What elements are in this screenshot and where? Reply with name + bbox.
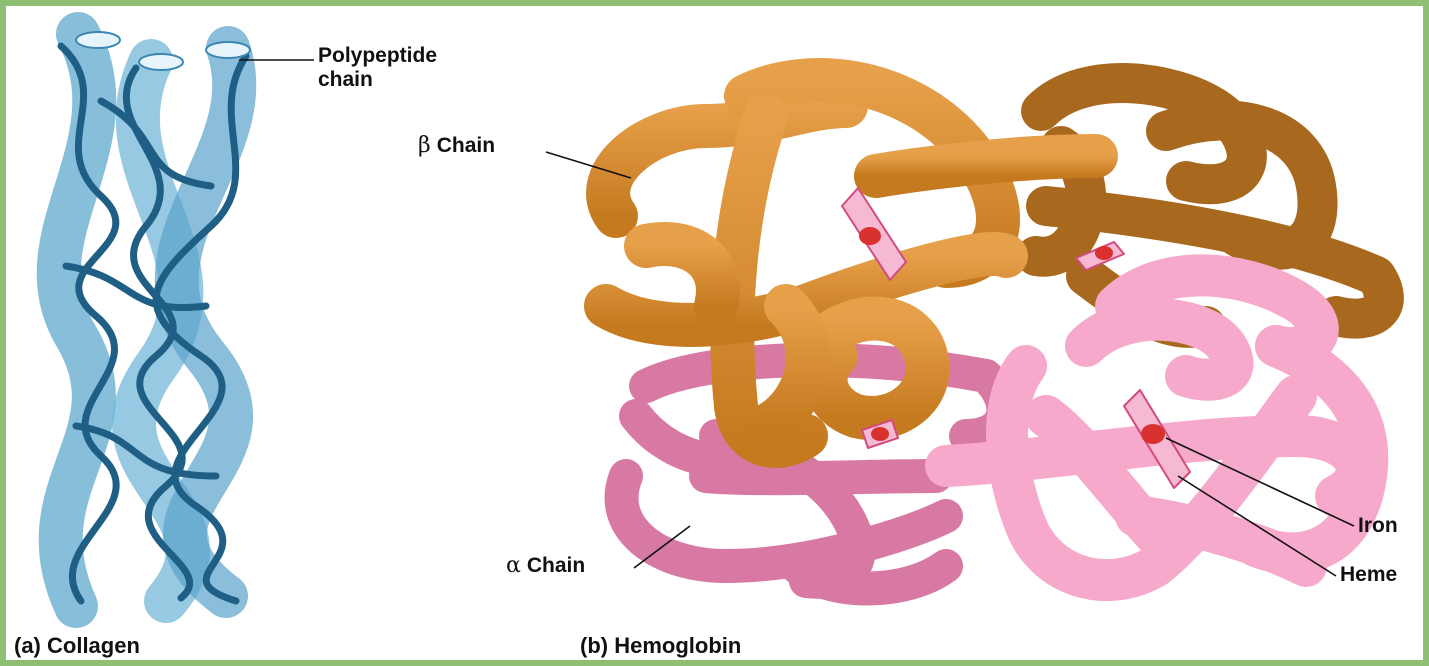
protein-structure-illustration [6,6,1423,660]
alpha-symbol: α [506,553,521,578]
alpha-chain-label: α Chain [506,554,585,578]
iron-atom-1 [859,227,881,245]
hemoglobin-caption: (b) Hemoglobin [580,634,741,658]
iron-atom-4 [1141,424,1165,444]
alpha-chain-text: Chain [527,554,585,577]
hemoglobin-molecule [606,80,1384,588]
collagen-tube-1 [59,34,95,606]
iron-atom-3 [871,427,889,441]
iron-label: Iron [1358,514,1398,538]
heme-label: Heme [1340,563,1397,587]
polypeptide-label-line-1: Polypeptide [318,44,437,68]
collagen-triple-helix [59,32,250,606]
collagen-caption: (a) Collagen [14,634,140,658]
polypeptide-label-line-2: chain [318,68,437,92]
beta-chain-text: Chain [437,134,495,157]
iron-atom-2 [1095,246,1113,260]
beta-symbol: β [418,133,431,158]
polypeptide-chain-label: Polypeptide chain [318,44,437,92]
beta-chain-label: β Chain [418,134,495,158]
